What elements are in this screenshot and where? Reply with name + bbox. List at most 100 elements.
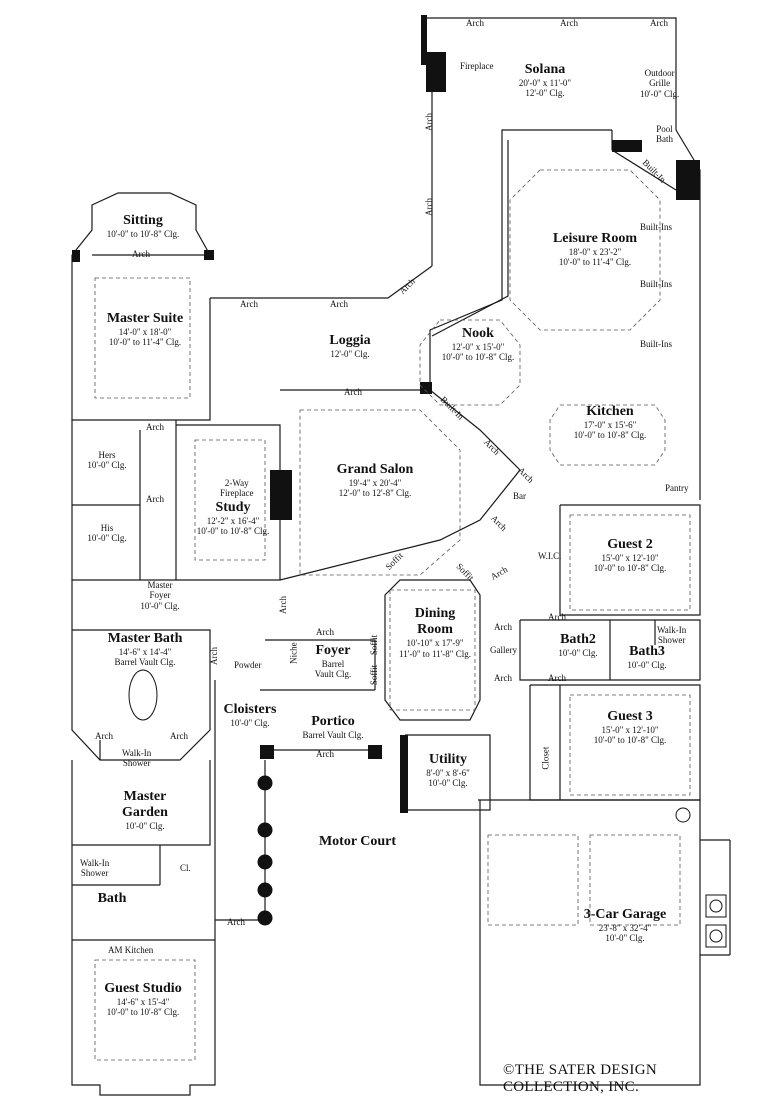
room-ceiling: 10'-0" to 10'-8" Clg. <box>593 563 667 574</box>
copyright-notice: ©THE SATER DESIGN COLLECTION, INC. <box>503 1062 657 1095</box>
copyright-line: ©THE SATER DESIGN <box>503 1062 657 1078</box>
room-name: Master Suite <box>106 311 184 326</box>
label-line: Shower <box>122 758 151 769</box>
room-name: Sitting <box>123 213 163 228</box>
label-line: Bath <box>656 134 673 145</box>
room-dining-room: Dining Room 10'-10" x 17'-9" 11'-0" to 1… <box>385 606 485 659</box>
room-dimension: 12'-0" x 15'-0" <box>451 342 505 353</box>
label-line: Grille <box>649 78 671 89</box>
room-name: Guest Studio <box>104 981 182 996</box>
room-bath: Bath <box>92 891 132 907</box>
label-line: 2-Way <box>224 478 249 488</box>
room-name: Master <box>123 789 167 804</box>
room-nook: Nook 12'-0" x 15'-0" 10'-0" to 10'-8" Cl… <box>428 326 528 363</box>
am-kitchen-label: AM Kitchen <box>108 945 154 955</box>
arch-label: Arch <box>316 627 334 637</box>
room-grand-salon: Grand Salon 19'-4" x 20'-4" 12'-0" to 12… <box>315 462 435 499</box>
label-line: 10'-0" Clg. <box>640 88 680 99</box>
arch-label: Arch <box>146 422 164 432</box>
room-name: Loggia <box>329 333 371 348</box>
arch-label: Arch <box>132 249 150 259</box>
two-way-fireplace-label: 2-Way Fireplace <box>220 478 253 499</box>
room-name: Bath <box>97 891 127 906</box>
room-name: Master Bath <box>107 631 183 646</box>
room-motor-court: Motor Court <box>300 834 415 850</box>
room-ceiling: 10'-0" to 10'-8" Clg. <box>196 526 270 537</box>
built-ins-label: Built-Ins <box>640 279 673 289</box>
label-line: Master <box>147 580 173 590</box>
arch-label: Arch <box>466 18 484 28</box>
room-ceiling: 10'-0" Clg. <box>558 648 598 659</box>
label-line: Shower <box>80 868 109 879</box>
bar-label: Bar <box>513 491 526 501</box>
room-ceiling: 10'-0" to 10'-8" Clg. <box>106 1007 180 1018</box>
pool-bath-label: Pool Bath <box>656 124 673 145</box>
room-foyer: Foyer Barrel Vault Clg. <box>298 643 368 680</box>
label-line: Walk-In <box>657 625 687 635</box>
room-ceiling: 10'-0" Clg. <box>627 660 667 671</box>
label-line: Fireplace <box>220 488 254 499</box>
label-line: Walk-In <box>80 858 110 868</box>
room-leisure-room: Leisure Room 18'-0" x 23'-2" 10'-0" to 1… <box>535 231 655 268</box>
arch-label: Arch <box>95 731 113 741</box>
room-hers: Hers 10'-0" Clg. <box>82 450 132 471</box>
powder-label: Powder <box>234 660 262 670</box>
arch-label: Arch <box>494 673 512 683</box>
arch-label: Arch <box>278 596 288 614</box>
room-dimension: Barrel <box>321 659 345 670</box>
arch-label: Arch <box>560 18 578 28</box>
room-master-bath: Master Bath 14'-6" x 14'-4" Barrel Vault… <box>90 631 200 668</box>
gallery-label: Gallery <box>490 645 517 655</box>
room-name: Dining <box>414 606 456 621</box>
room-name: Hers <box>98 450 116 460</box>
room-dimension: 8'-0" x 8'-6" <box>426 768 470 779</box>
room-dimension: 20'-0" x 11'-0" <box>518 78 572 89</box>
room-ceiling: 10'-0" Clg. <box>87 460 127 471</box>
room-dimension: 14'-6" x 14'-4" <box>118 647 172 658</box>
outdoor-grille-label: Outdoor Grille 10'-0" Clg. <box>640 68 679 99</box>
room-utility: Utility 8'-0" x 8'-6" 10'-0" Clg. <box>408 752 488 789</box>
room-ceiling: Vault Clg. <box>314 669 352 680</box>
room-name: Cloisters <box>223 702 277 717</box>
room-guest-studio: Guest Studio 14'-6" x 15'-4" 10'-0" to 1… <box>88 981 198 1018</box>
room-master-suite: Master Suite 14'-0" x 18'-0" 10'-0" to 1… <box>85 311 205 348</box>
room-dimension: 17'-0" x 15'-6" <box>583 420 637 431</box>
pantry-label: Pantry <box>665 483 689 493</box>
closet-label: Closet <box>540 746 551 770</box>
room-ceiling: Barrel Vault Clg. <box>114 657 176 668</box>
room-name: Foyer <box>315 643 351 658</box>
arch-label: Arch <box>146 494 164 504</box>
built-ins-label: Built-Ins <box>640 222 673 232</box>
arch-label: Arch <box>424 198 434 216</box>
room-name: Leisure Room <box>552 231 638 246</box>
room-garage: 3-Car Garage 23'-8" x 32'-4" 10'-0" Clg. <box>575 907 675 944</box>
room-guest3: Guest 3 15'-0" x 12'-10" 10'-0" to 10'-8… <box>580 709 680 746</box>
room-name: Guest 2 <box>607 537 653 552</box>
label-line: Shower <box>657 635 686 646</box>
room-dimension: 19'-4" x 20'-4" <box>348 478 402 489</box>
room-dimension: 14'-6" x 15'-4" <box>116 997 170 1008</box>
room-name: Study <box>215 500 251 515</box>
arch-label: Arch <box>650 18 668 28</box>
copyright-line: COLLECTION, INC. <box>503 1078 640 1095</box>
room-ceiling: 10'-0" to 10'-8" Clg. <box>441 352 515 363</box>
label-line: Outdoor <box>644 68 675 78</box>
arch-label: Arch <box>227 917 245 927</box>
room-master-garden: Master Garden 10'-0" Clg. <box>100 789 190 832</box>
master-foyer-label: Master Foyer 10'-0" Clg. <box>135 580 185 611</box>
room-sitting: Sitting 10'-0" to 10'-8" Clg. <box>98 213 188 239</box>
walkin-shower-master-label: Walk-In Shower <box>122 748 151 769</box>
room-ceiling: 12'-0" Clg. <box>330 349 370 360</box>
room-bath3: Bath3 10'-0" Clg. <box>622 644 672 670</box>
room-ceiling: 10'-0" Clg. <box>428 778 468 789</box>
room-his: His 10'-0" Clg. <box>82 523 132 544</box>
room-name: Utility <box>428 752 468 767</box>
room-kitchen: Kitchen 17'-0" x 15'-6" 10'-0" to 10'-8"… <box>560 404 660 441</box>
room-guest2: Guest 2 15'-0" x 12'-10" 10'-0" to 10'-8… <box>580 537 680 574</box>
room-cloisters: Cloisters 10'-0" Clg. <box>215 702 285 728</box>
room-dimension: 14'-0" x 18'-0" <box>118 327 172 338</box>
room-ceiling: 10'-0" to 10'-8" Clg. <box>106 229 180 240</box>
room-ceiling: 10'-0" Clg. <box>605 933 645 944</box>
room-name: Solana <box>524 62 566 77</box>
